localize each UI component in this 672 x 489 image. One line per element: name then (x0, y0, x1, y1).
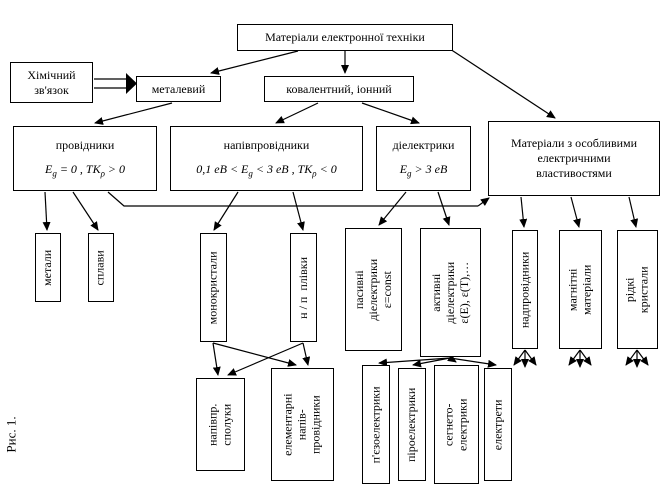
passive-dielectrics-box: пасивні діелектрики ε=const (345, 228, 402, 351)
superconductors-box: надпровідники (512, 230, 538, 349)
covalent-ionic-bond-box: ковалентний, іонний (264, 76, 414, 102)
figure-caption: Рис. 1. (0, 398, 24, 470)
magnetic-materials-box: магнітні матеріали (559, 230, 602, 349)
special-materials-box: Матеріали з особливими електричними влас… (488, 121, 660, 196)
metals-box: метали (35, 233, 61, 302)
monocrystals-box: монокристали (200, 233, 227, 342)
liquid-crystals-label: рідкі кристали (622, 266, 651, 313)
metals-label: метали (40, 249, 55, 286)
electrets-label: електрети (490, 399, 505, 450)
chemical-bond-label: Хімічний зв'язок (27, 67, 76, 97)
np-films-label: н / п плівки (295, 256, 310, 319)
pyroelectrics-box: піроелектрики (398, 368, 426, 481)
elementary-semiconductors-box: елементарні напів- провідники (271, 368, 334, 481)
alloys-box: сплави (88, 233, 114, 302)
superconductors-label: надпровідники (517, 251, 532, 328)
title-box: Матеріали електронної техніки (237, 24, 453, 51)
conductors-label: провідники (55, 137, 115, 152)
semiconductor-compounds-label: напівпр. сполуки (205, 403, 234, 446)
conductors-formula: Eg = 0 , ТКρ > 0 (44, 161, 126, 178)
active-dielectrics-box: активні діелектрики ε(Е), ε(Т),… (420, 228, 481, 357)
figure-caption-label: Рис. 1. (3, 415, 19, 453)
monocrystals-label: монокристали (205, 251, 220, 324)
magnetic-materials-label: магнітні матеріали (565, 264, 594, 315)
piezoelectrics-label: п'єзоелектрики (368, 386, 383, 463)
covalent-ionic-bond-label: ковалентний, іонний (286, 81, 392, 96)
metallic-bond-box: металевий (136, 76, 221, 102)
passive-dielectrics-label: пасивні діелектрики ε=const (351, 258, 394, 321)
metallic-bond-label: металевий (151, 81, 206, 96)
np-films-box: н / п плівки (290, 233, 317, 342)
diagram-title: Матеріали електронної техніки (265, 30, 425, 44)
chemical-bond-box: Хімічний зв'язок (10, 62, 93, 103)
electrets-box: електрети (484, 368, 512, 481)
semiconductors-label: напівпровідники (223, 137, 310, 152)
conductors-box: провідники Eg = 0 , ТКρ > 0 (13, 126, 157, 191)
pyroelectrics-label: піроелектрики (404, 387, 419, 462)
active-dielectrics-label: активні діелектрики ε(Е), ε(Т),… (428, 261, 471, 324)
liquid-crystals-box: рідкі кристали (617, 230, 658, 349)
dielectrics-box: діелектрики Eg > 3 еВ (376, 126, 471, 191)
dielectrics-formula: Eg > 3 еВ (399, 161, 448, 178)
semiconductor-compounds-box: напівпр. сполуки (196, 378, 245, 471)
semiconductors-formula: 0,1 еВ < Eg < 3 еВ , ТКρ < 0 (196, 161, 337, 178)
ferroelectrics-box: сегнето- електрики (434, 365, 479, 484)
elementary-semiconductors-label: елементарні напів- провідники (280, 393, 323, 456)
ferroelectrics-label: сегнето- електрики (441, 398, 470, 451)
dielectrics-label: діелектрики (392, 137, 455, 152)
alloys-label: сплави (93, 249, 108, 286)
semiconductors-box: напівпровідники 0,1 еВ < Eg < 3 еВ , ТКρ… (170, 126, 363, 191)
special-materials-label: Матеріали з особливими електричними влас… (510, 136, 638, 180)
piezoelectrics-box: п'єзоелектрики (362, 365, 390, 484)
